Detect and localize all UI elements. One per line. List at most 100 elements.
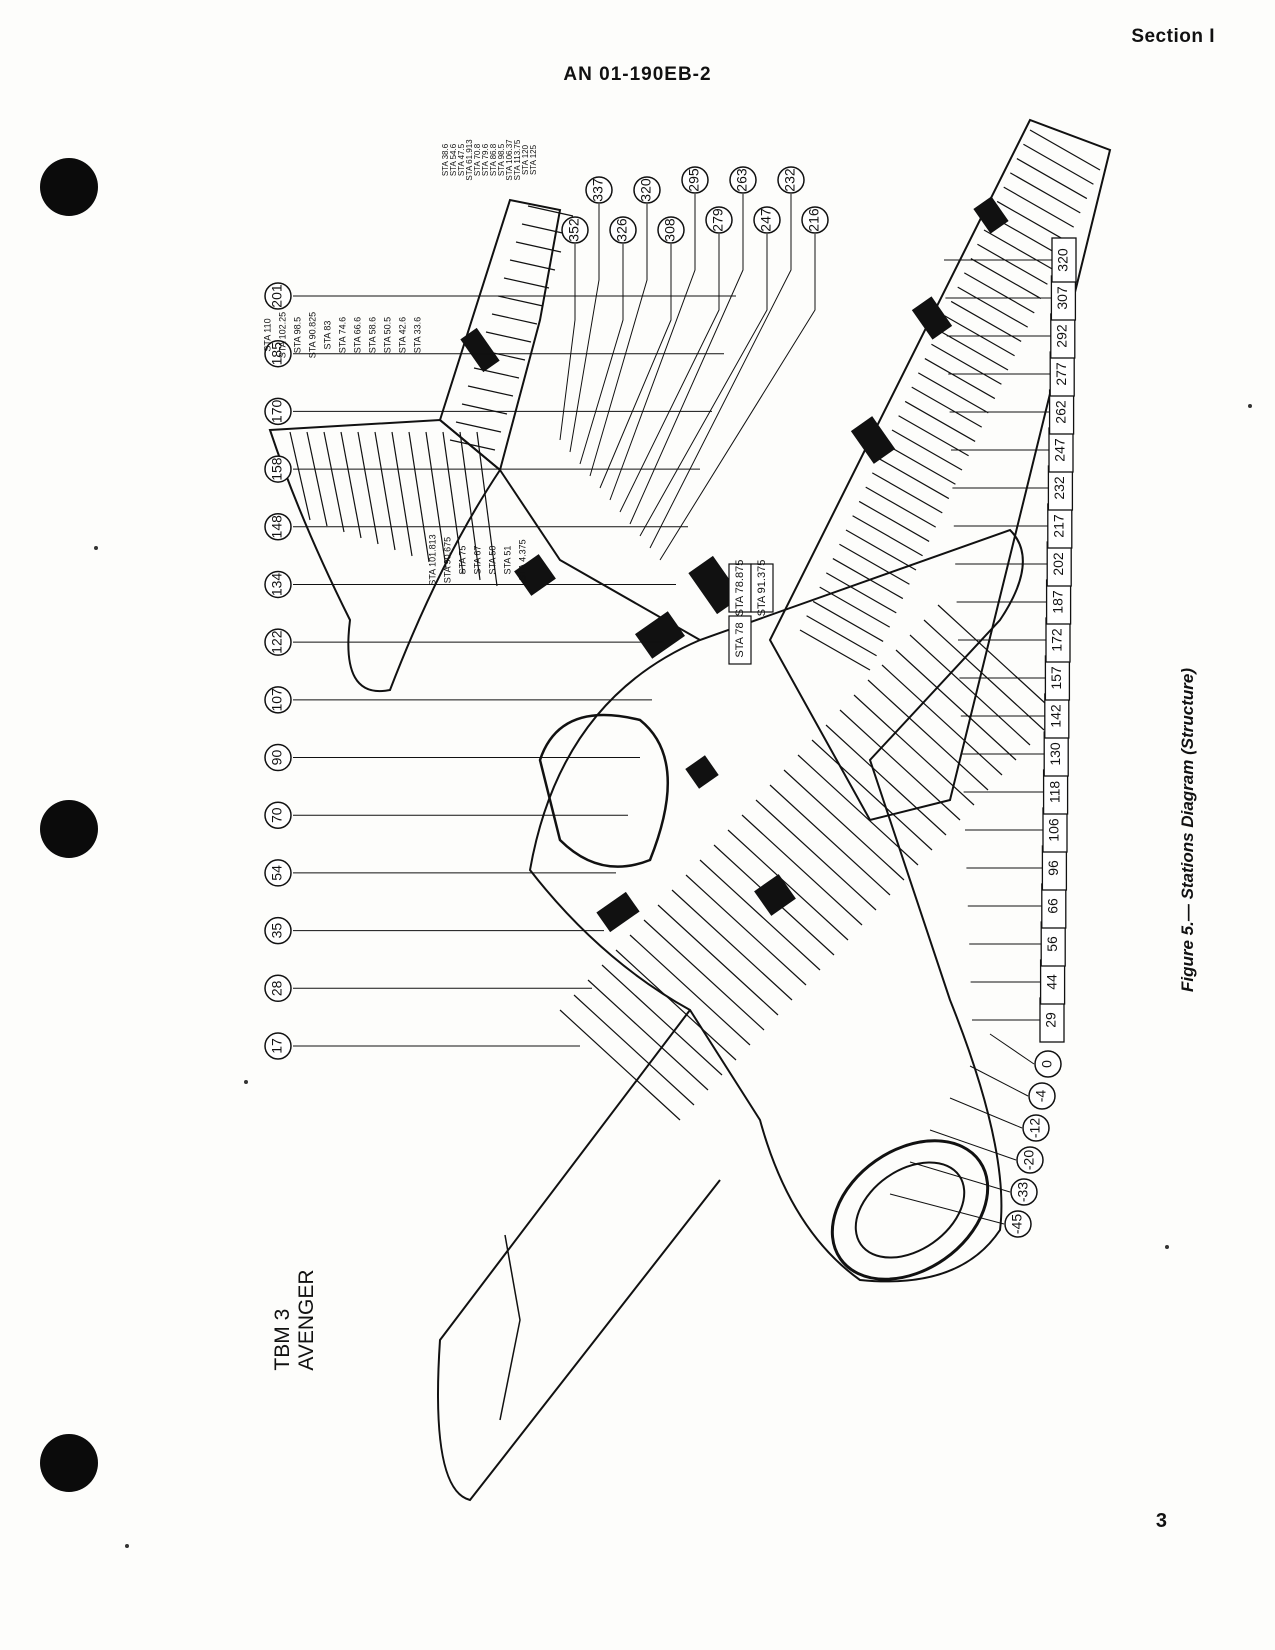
wing-rib	[911, 386, 983, 428]
wing-station-202-12: 202	[1050, 552, 1066, 576]
wing-station-66-3: 66	[1045, 898, 1061, 914]
fin-rib	[509, 259, 556, 271]
structural-shading	[596, 891, 640, 933]
fuselage-station-54-bubble	[264, 859, 292, 887]
stabilizer-rib	[357, 431, 379, 545]
leader-line	[649, 194, 792, 549]
fuselage-frame	[741, 814, 863, 926]
fuselage-frame	[587, 979, 709, 1091]
stabilizer-station-12: STA 90.675	[442, 537, 452, 583]
fin-rib	[491, 313, 538, 325]
wing-rib	[878, 458, 950, 500]
stabilizer-station-10: STA 33.6	[412, 317, 422, 353]
wing-rib	[931, 343, 1002, 385]
wing-rib	[904, 400, 976, 442]
fuselage-station-134: 134	[269, 573, 285, 597]
wing-rib	[891, 429, 963, 471]
fuselage-station-107: 107	[269, 688, 285, 712]
stabilizer-station-7: STA 58.6	[367, 317, 377, 353]
tail-station-326-bubble	[609, 216, 637, 244]
wing-rib	[799, 629, 871, 671]
structural-shading	[635, 611, 685, 659]
center-station-1: STA 91.375	[756, 560, 768, 617]
tail-station-232-bubble	[777, 166, 805, 194]
wing-station-217-13: 217	[1051, 514, 1067, 538]
left-wing-outline	[437, 1009, 721, 1502]
leader-line	[969, 1065, 1029, 1097]
binder-hole-top	[40, 158, 98, 216]
wing-station-320-20-box	[1051, 237, 1077, 283]
fuselage-station-185: 185	[269, 342, 285, 366]
leader-line	[639, 234, 768, 537]
wing-rib	[812, 600, 884, 642]
fin-rib	[521, 223, 568, 235]
wing-station-292-18-box	[1050, 313, 1076, 359]
fin-station-3: STA 61.913	[465, 139, 474, 181]
tail-station-295: 295	[686, 168, 702, 192]
wing-station-130-7: 130	[1047, 742, 1063, 766]
tail-cone	[499, 469, 701, 641]
wing-station-106-5-box	[1042, 807, 1068, 853]
leader-line	[579, 244, 624, 465]
structural-shading	[460, 327, 500, 373]
fin-station-2: STA 47.5	[457, 143, 466, 176]
aircraft-label-model: TBM 3	[271, 1308, 294, 1371]
tail-station-326: 326	[614, 218, 630, 242]
document-number: AN 01-190EB-2	[563, 64, 712, 85]
fuselage-frame	[699, 859, 821, 971]
wing-station-66-3-box	[1041, 883, 1067, 929]
stabilizer-station-3: STA 90.825	[307, 312, 317, 358]
fin-rib	[503, 277, 550, 289]
tail-station-337: 337	[590, 178, 606, 202]
wing-rib	[996, 200, 1068, 242]
fuselage-station-122: 122	[269, 630, 285, 654]
wing-station-44-1-box	[1039, 959, 1066, 1005]
fin-station-4: STA 70.8	[473, 143, 482, 176]
wing-station-44-1: 44	[1043, 974, 1059, 990]
fuselage-station-158: 158	[269, 457, 285, 481]
tail-station-352-bubble	[561, 216, 589, 244]
structural-shading	[911, 296, 953, 340]
wing-station-142-8-box	[1044, 693, 1070, 739]
tail-station-247-bubble	[753, 206, 781, 234]
structural-shading	[973, 196, 1009, 234]
wing-station-277-17-box	[1049, 351, 1075, 397]
leader-line	[889, 1193, 1005, 1225]
nose-station-minus-45: -45	[1009, 1214, 1025, 1234]
wing-station-320-20: 320	[1055, 248, 1071, 272]
wing-rib	[858, 500, 930, 542]
wing-station-202-12-box	[1046, 541, 1072, 587]
tail-station-263-bubble	[729, 166, 757, 194]
scan-speck	[1165, 1245, 1169, 1249]
stabilizer-station-17: STA 4.375	[517, 539, 527, 580]
wing-rib	[937, 329, 1009, 371]
fuselage-station-201-bubble	[264, 282, 292, 310]
wing-station-187-11: 187	[1049, 590, 1065, 614]
nose-station-0: 0	[1039, 1060, 1055, 1068]
stabilizer-station-9: STA 42.6	[397, 317, 407, 353]
figure-caption: Figure 5.— Stations Diagram (Structure)	[1178, 668, 1197, 992]
fuselage-station-107-bubble	[264, 686, 292, 714]
leader-line	[619, 234, 720, 513]
fuselage-frame	[629, 934, 751, 1046]
wing-station-118-6: 118	[1046, 781, 1062, 804]
wing-station-232-14-box	[1047, 465, 1074, 511]
nose-station-minus-33-bubble	[1010, 1178, 1038, 1206]
wing-station-29-0: 29	[1043, 1012, 1059, 1028]
page-number: 3	[1155, 1510, 1167, 1532]
fin-station-0: STA 38.6	[441, 143, 450, 176]
stabilizer-rib	[289, 431, 311, 521]
center-station-box-1	[750, 563, 774, 613]
scan-speck	[94, 546, 98, 550]
fuselage-station-170: 170	[269, 399, 285, 423]
wing-rib	[950, 300, 1022, 342]
stabilizer-station-15: STA 50	[487, 546, 497, 575]
nose-station-minus-4-bubble	[1028, 1082, 1056, 1110]
fuselage-frame	[825, 724, 947, 836]
leader-line	[949, 1097, 1023, 1129]
structural-shading	[685, 755, 719, 789]
wing-rib	[819, 586, 891, 628]
fuselage-frame	[811, 739, 933, 851]
wing-station-247-15: 247	[1052, 438, 1068, 462]
